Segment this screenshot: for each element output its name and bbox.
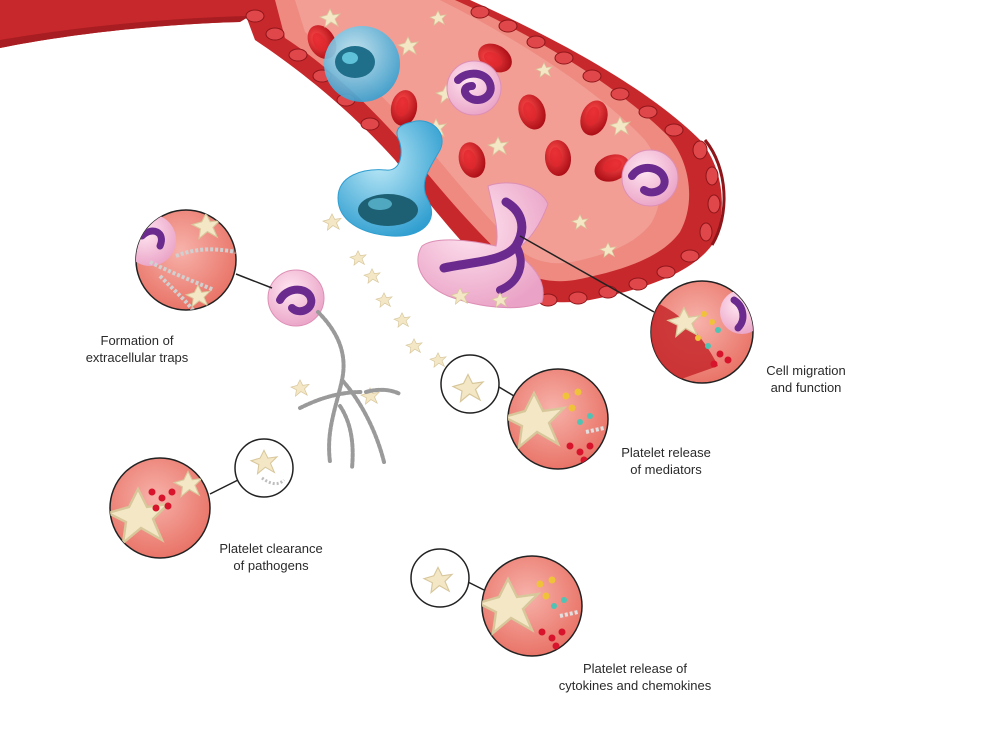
transmigrating-neutrophil [417, 182, 549, 309]
label-cell-migration: Cell migration and function [736, 362, 876, 396]
label-extracellular-traps: Formation of extracellular traps [62, 332, 212, 366]
label-extracellular-traps-line1: Formation of [100, 333, 174, 348]
label-clearance-pathogens: Platelet clearance of pathogens [196, 540, 346, 574]
label-extracellular-traps-line2: extracellular traps [85, 350, 189, 365]
label-release-cytokines-line2: cytokines and chemokines [558, 678, 712, 693]
inset-release-mediators [440, 354, 609, 470]
label-clearance-pathogens-line1: Platelet clearance [219, 541, 323, 556]
neutrophils-in-vessel [446, 60, 679, 207]
label-cell-migration-line2: and function [770, 380, 842, 395]
neutrophil-with-trap [267, 269, 402, 470]
inset-release-cytokines [410, 548, 583, 657]
label-cell-migration-line1: Cell migration [766, 363, 846, 378]
inset-extracellular-traps [135, 209, 237, 311]
migrating-monocyte [337, 120, 443, 237]
label-release-cytokines-line1: Platelet release of [582, 661, 688, 676]
monocyte-cell [324, 26, 400, 102]
label-release-mediators-line1: Platelet release [621, 445, 711, 460]
label-clearance-pathogens-line2: of pathogens [233, 558, 309, 573]
inset-clearance-pathogens [109, 438, 294, 559]
label-release-cytokines: Platelet release of cytokines and chemok… [540, 660, 730, 694]
label-release-mediators: Platelet release of mediators [596, 444, 736, 478]
inset-cell-migration [650, 280, 754, 384]
label-release-mediators-line2: of mediators [630, 462, 702, 477]
